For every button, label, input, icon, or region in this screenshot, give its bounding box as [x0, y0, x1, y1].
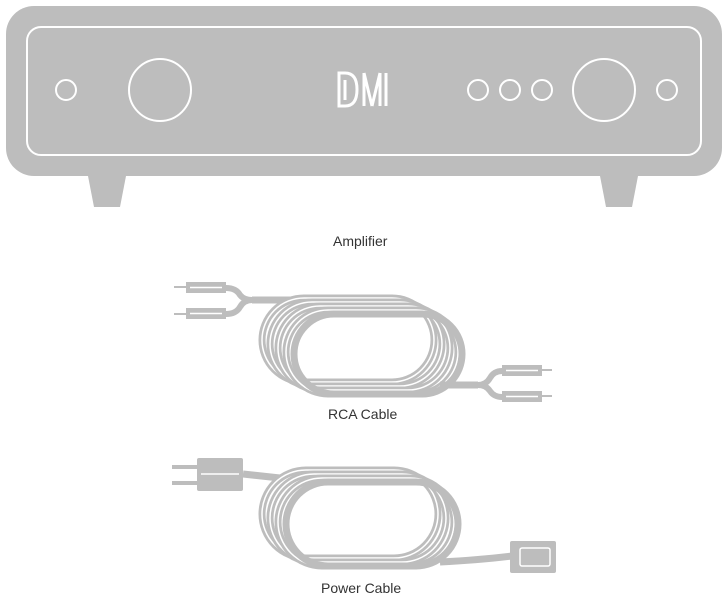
amplifier-left-knob [128, 58, 192, 122]
power-plug-prong-bottom [172, 481, 198, 485]
amplifier-front-panel [26, 26, 702, 156]
power-cable-illustration [172, 458, 556, 573]
rca-cable-coil [258, 294, 466, 398]
amplifier-selector-button-3 [531, 79, 553, 101]
amplifier-selector-button-1 [467, 79, 489, 101]
amplifier-logo [337, 71, 388, 108]
amplifier-caption: Amplifier [333, 233, 388, 249]
power-cable-coil [258, 466, 462, 570]
power-cable-caption: Power Cable [321, 580, 402, 596]
amplifier-foot-right [600, 176, 638, 207]
amplifier-volume-knob [572, 58, 636, 122]
rca-cable-illustration [174, 282, 552, 402]
power-plug-prong-top [172, 465, 198, 469]
rca-plug-left-bottom [174, 308, 226, 319]
rca-plug-left-top [174, 282, 226, 293]
rca-plug-right-bottom [502, 391, 552, 402]
amplifier-power-button [55, 79, 77, 101]
amplifier-foot-left [88, 176, 126, 207]
amplifier-headphone-jack [656, 79, 678, 101]
power-iec-connector [510, 541, 556, 573]
rca-plug-right-top [502, 365, 552, 376]
amplifier-illustration [6, 6, 722, 207]
amplifier-selector-button-2 [499, 79, 521, 101]
rca-cable-caption: RCA Cable [328, 406, 398, 422]
